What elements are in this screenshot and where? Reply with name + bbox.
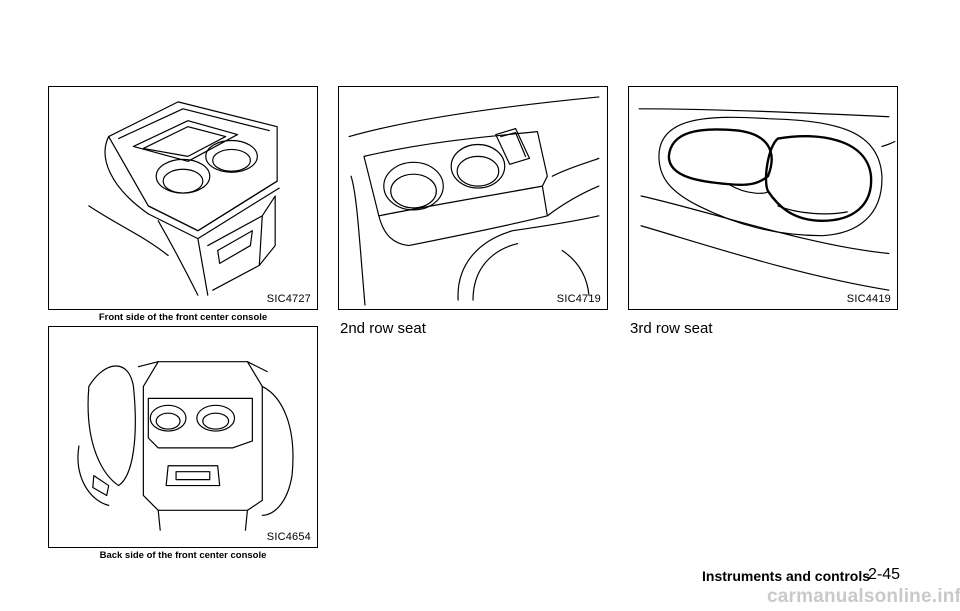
- figure-3rd-row-seat: SIC4419: [628, 86, 898, 310]
- figure-front-console: SIC4727: [48, 86, 318, 310]
- figure-code: SIC4419: [846, 293, 891, 305]
- figure-code: SIC4654: [266, 531, 311, 543]
- figure-2nd-row-seat: SIC4719: [338, 86, 608, 310]
- heading-2nd-row-seat: 2nd row seat: [340, 320, 426, 337]
- third-row-illustration: [638, 108, 896, 291]
- back-console-illustration: [77, 361, 294, 531]
- figure-back-console: SIC4654: [48, 326, 318, 548]
- second-row-illustration: [348, 96, 600, 306]
- footer-section-title: Instruments and controls: [702, 568, 871, 584]
- figure-caption-front: Front side of the front center console: [98, 312, 268, 323]
- figure-caption-back: Back side of the front center console: [99, 550, 267, 561]
- figure-code: SIC4727: [266, 293, 311, 305]
- watermark-text: carmanualsonline.info: [767, 586, 960, 607]
- figure-code: SIC4719: [556, 293, 601, 305]
- front-console-illustration: [88, 101, 280, 296]
- heading-3rd-row-seat: 3rd row seat: [630, 320, 713, 337]
- footer-page-number: 2-45: [868, 566, 901, 583]
